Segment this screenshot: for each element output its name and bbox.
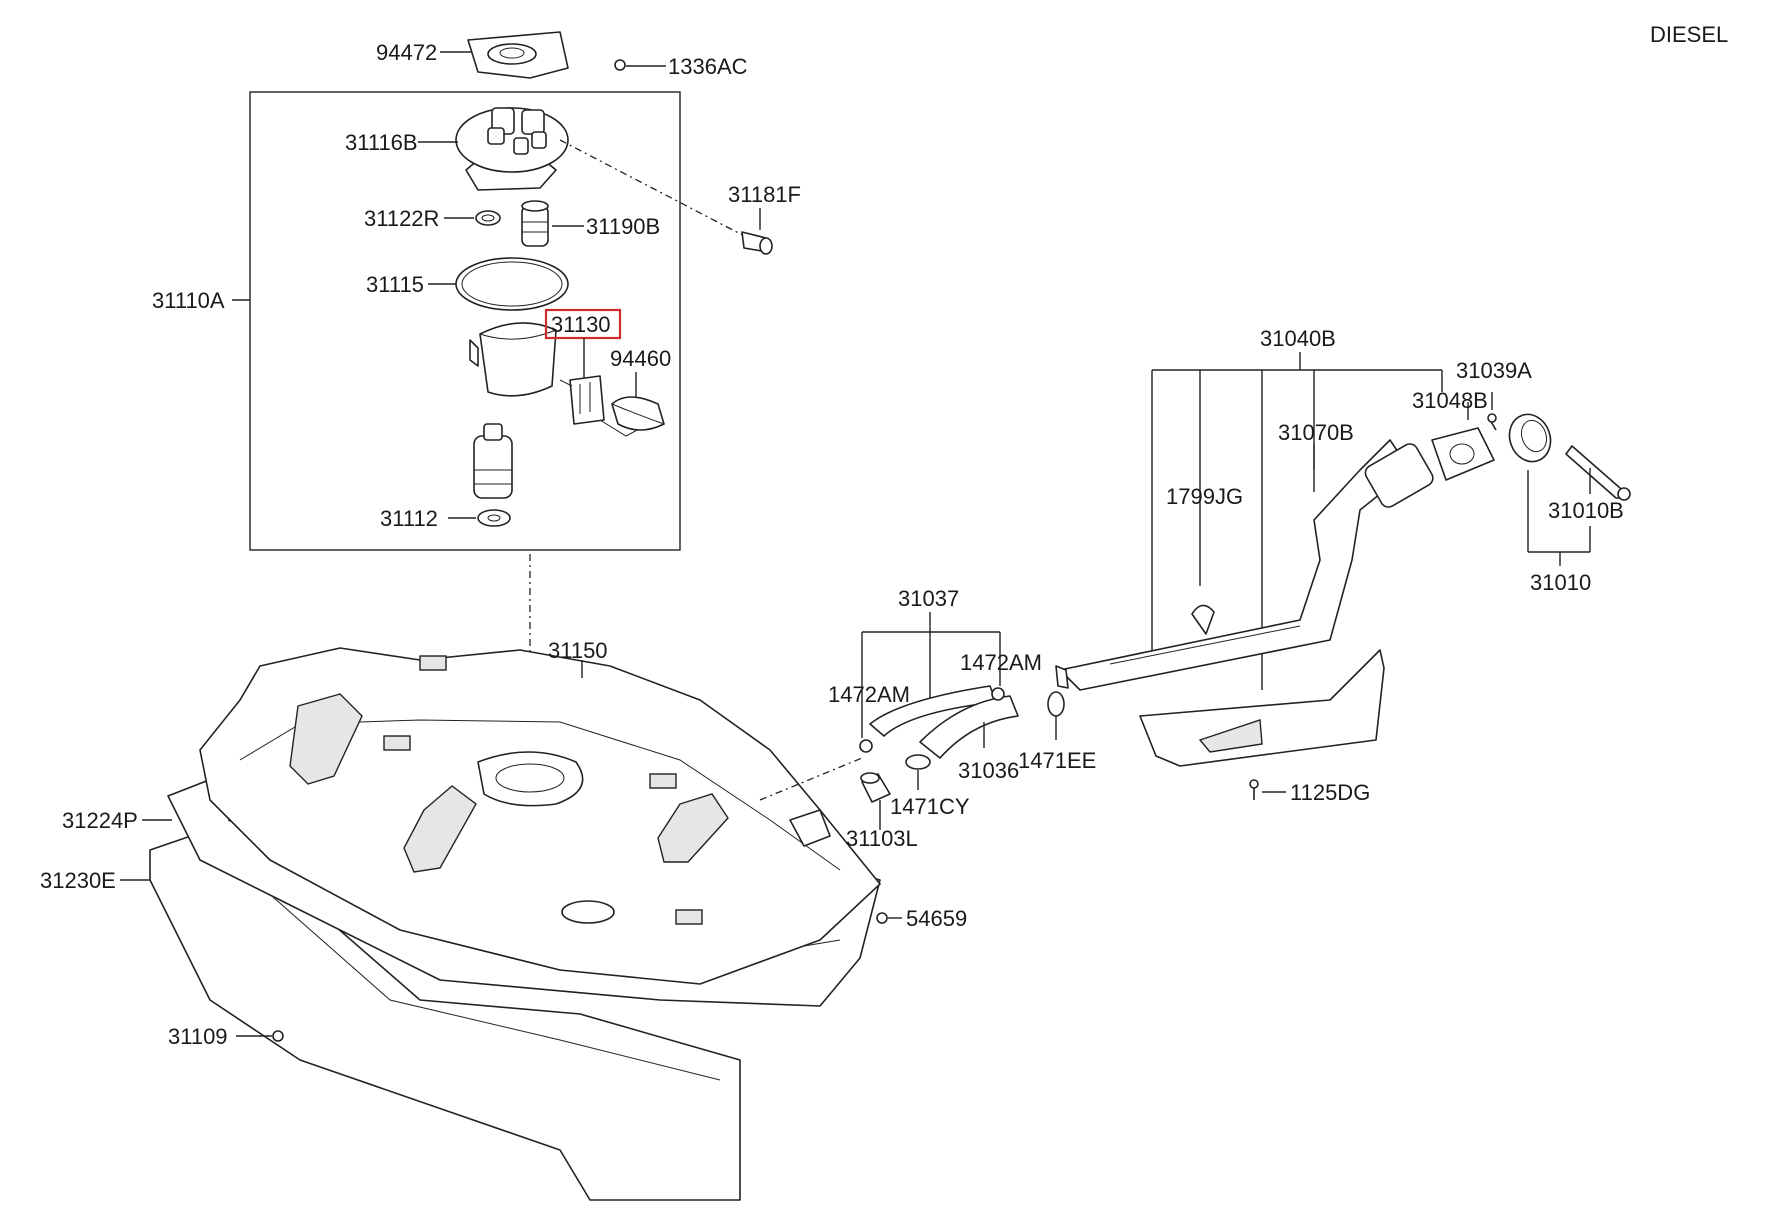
label-1336AC: 1336AC	[668, 54, 748, 79]
label-31116B: 31116B	[345, 130, 418, 155]
part-1472AM-clamp-right	[991, 687, 1005, 701]
part-31181F-cap	[741, 231, 773, 255]
label-31115: 31115	[366, 272, 424, 297]
part-31010B-tether	[1565, 445, 1631, 501]
part-heat-shield	[1139, 649, 1385, 767]
label-94460: 94460	[610, 346, 671, 371]
part-fuel-pump-motor	[473, 423, 513, 499]
part-31190B-regulator	[521, 200, 549, 247]
label-1471CY: 1471CY	[890, 794, 970, 819]
part-31122R-o-ring	[475, 210, 501, 226]
part-31036-filler-hose	[919, 695, 1019, 759]
label-31130[interactable]: 31130	[551, 312, 611, 337]
label-1472AM-left: 1472AM	[828, 682, 910, 707]
part-31040B-filler-pipe	[1055, 439, 1434, 691]
label-1799JG: 1799JG	[1166, 484, 1243, 509]
label-31039A: 31039A	[1456, 358, 1532, 383]
part-1471CY-clamp	[905, 754, 931, 770]
label-31010: 31010	[1530, 570, 1591, 595]
part-94460-float	[611, 396, 665, 431]
label-1472AM-right: 1472AM	[960, 650, 1042, 675]
label-31112: 31112	[380, 506, 438, 531]
label-31010B: 31010B	[1548, 498, 1624, 523]
part-31115-seal-ring	[455, 257, 569, 311]
label-31109: 31109	[168, 1024, 228, 1049]
label-1125DG: 1125DG	[1290, 780, 1370, 805]
part-31112-strainer	[477, 509, 511, 527]
label-31037: 31037	[898, 586, 959, 611]
label-31070B: 31070B	[1278, 420, 1354, 445]
label-31048B: 31048B	[1412, 388, 1488, 413]
part-pump-reservoir	[469, 322, 557, 397]
label-31122R: 31122R	[364, 206, 439, 231]
part-31116B-pump-flange	[455, 107, 569, 191]
part-31103L-hose-fitting	[860, 772, 891, 803]
highlight-box-31130	[544, 308, 622, 340]
variant-label: DIESEL	[1650, 22, 1728, 47]
label-31150: 31150	[548, 638, 608, 663]
part-1799JG-clip	[1191, 604, 1215, 635]
part-31010-fuel-cap	[1508, 413, 1552, 463]
label-31230E: 31230E	[40, 868, 116, 893]
part-31109-nut	[272, 1030, 284, 1042]
label-31036: 31036	[958, 758, 1019, 783]
label-31224P: 31224P	[62, 808, 138, 833]
part-1472AM-clamp-left	[859, 739, 873, 753]
label-31103L: 31103L	[846, 826, 918, 851]
label-94472: 94472	[376, 40, 437, 65]
part-31048B-gasket	[1431, 427, 1495, 481]
label-31110A: 31110A	[152, 288, 225, 313]
part-1471EE-clamp	[1047, 691, 1065, 717]
label-1471EE: 1471EE	[1018, 748, 1096, 773]
part-94472-gasket	[467, 31, 569, 79]
label-31190B: 31190B	[586, 214, 660, 239]
label-31040B: 31040B	[1260, 326, 1336, 351]
part-31039A-screw	[1487, 413, 1497, 431]
pump-assembly-box	[249, 91, 681, 551]
label-31181F: 31181F	[728, 182, 801, 207]
label-54659: 54659	[906, 906, 967, 931]
part-54659-nut	[876, 912, 888, 924]
part-1125DG-bolt	[1249, 779, 1259, 800]
part-1336AC-nut	[614, 59, 626, 71]
part-31150-fuel-tank	[149, 647, 881, 1201]
